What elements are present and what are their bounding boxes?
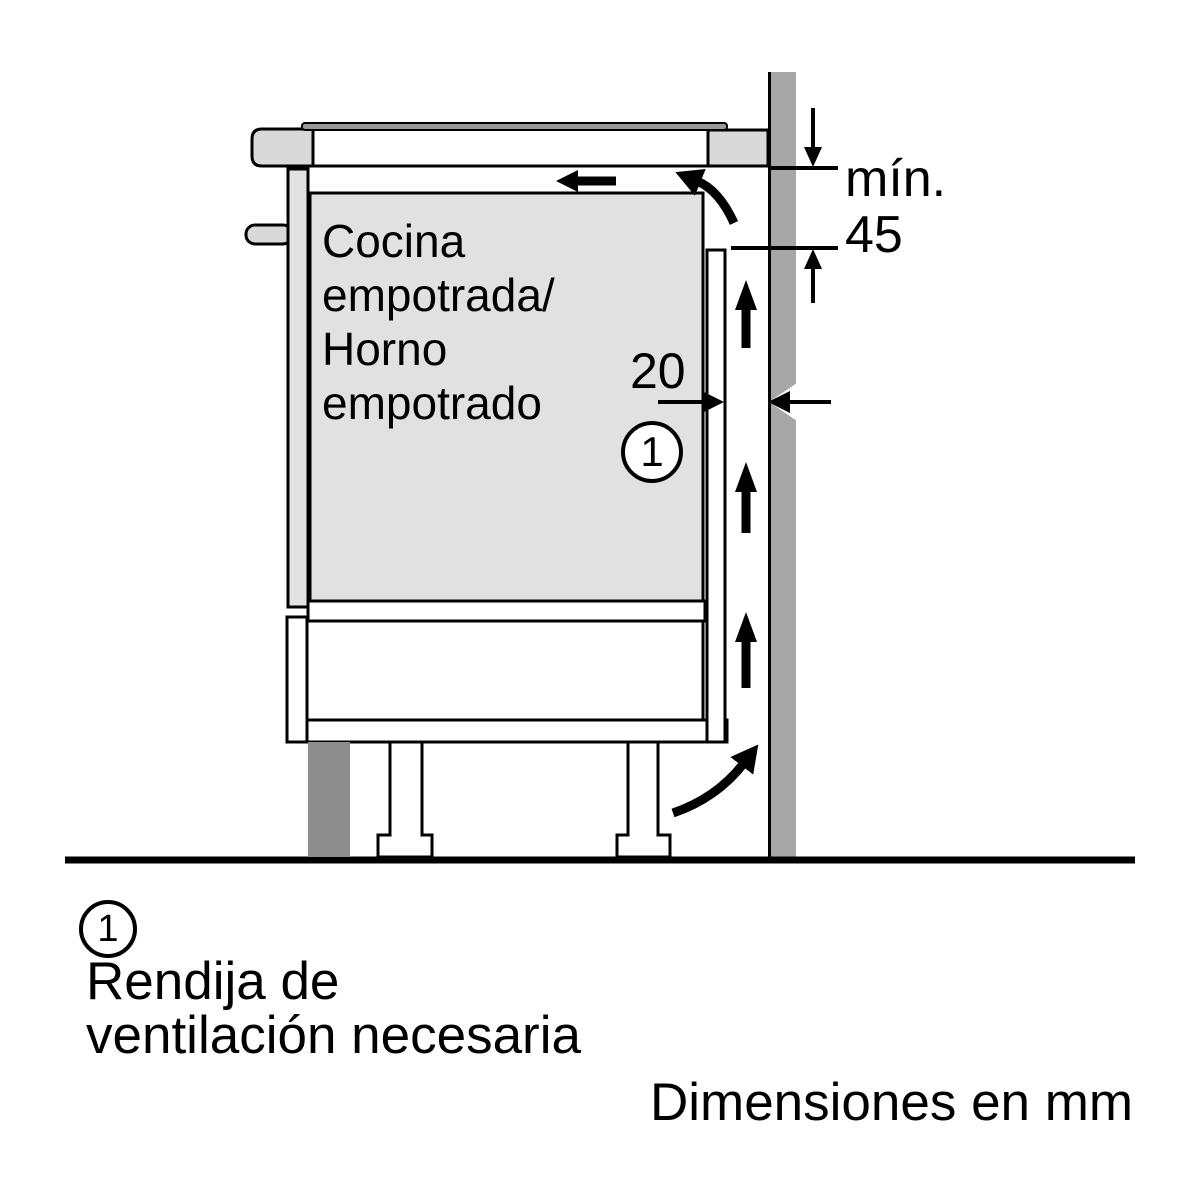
- airflow-up-arrow-3: [735, 612, 757, 688]
- wall: [768, 72, 796, 857]
- drawer-front: [305, 619, 705, 722]
- dim45-down-arrowhead: [804, 147, 822, 167]
- right-leg: [615, 740, 672, 859]
- plinth-panel: [308, 742, 350, 857]
- airflow-up-arrow-1: [735, 280, 757, 348]
- countertop-right-block: [706, 128, 770, 168]
- min-distance-value: 45: [845, 206, 903, 264]
- legend-text-line2: ventilación necesaria: [86, 1006, 581, 1065]
- min-distance-label: mín.: [845, 150, 947, 208]
- lower-front-panel: [285, 615, 309, 744]
- cooktop-body: [311, 127, 710, 168]
- airflow-up-arrow-2: [735, 462, 757, 533]
- units-note: Dimensiones en mm: [650, 1073, 1134, 1132]
- cabinet-front: [244, 167, 310, 744]
- airflow-curved-arrow-bottom: [671, 744, 759, 818]
- airflow-curved-arrow-top: [675, 169, 739, 225]
- gap-dimension-value: 20: [630, 343, 686, 399]
- legend-marker: 1: [79, 900, 137, 958]
- rear-panel: [705, 248, 727, 744]
- cabinet-label: Cocina empotrada/ Horno empotrado: [322, 215, 555, 429]
- door-panel: [286, 167, 310, 609]
- left-leg: [376, 740, 434, 859]
- countertop-left-cap: [250, 127, 315, 168]
- vent-slot-callout-marker: 1: [621, 421, 683, 483]
- dim45-up-arrowhead: [804, 249, 822, 269]
- dimension-lines: [658, 108, 838, 413]
- control-knob: [244, 223, 294, 246]
- legend-text-line1: Rendija de: [86, 952, 340, 1011]
- oven-box: [308, 191, 705, 603]
- airflow-arrows: [556, 169, 759, 818]
- dim20-right-arrowhead: [702, 391, 724, 413]
- dim20-left-arrowhead: [768, 391, 790, 413]
- cooktop-glass: [301, 122, 728, 131]
- lower-cabinet: [305, 599, 729, 859]
- spacer-band: [306, 599, 707, 623]
- airflow-left-arrow: [556, 170, 616, 192]
- bottom-board: [305, 718, 729, 744]
- countertop: [250, 122, 770, 168]
